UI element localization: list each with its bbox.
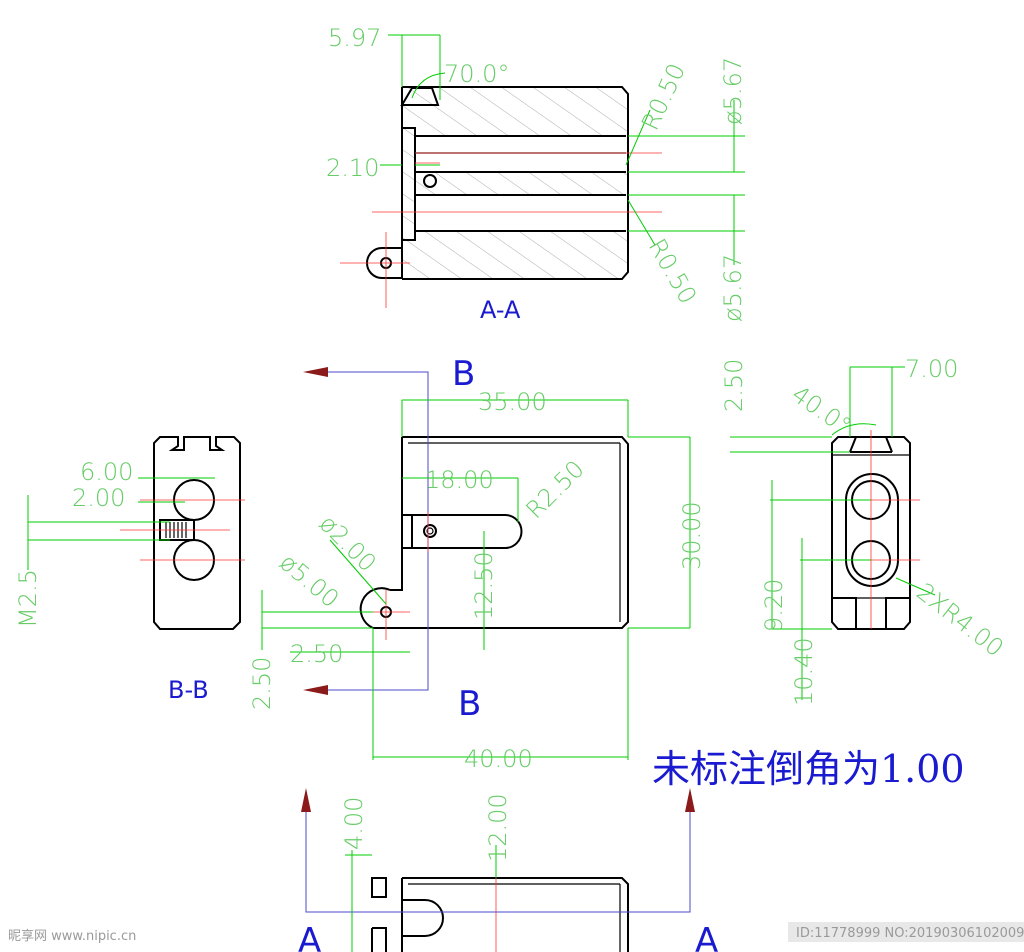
dim-2-50-vertical: 2.50 [248, 657, 276, 710]
watermark: 昵享网 www.nipic.cn ID:11778999 NO:20190306… [8, 922, 1024, 944]
cut-label-a-left: A [298, 921, 321, 952]
section-bb-label: B-B [168, 676, 209, 704]
dim-2-50-horizontal: 2.50 [290, 640, 343, 668]
bottom-view: 4.00 12.00 A A [298, 788, 718, 952]
dim-phi-5-67-bottom: ø5.67 [719, 254, 747, 322]
dim-30-00: 30.00 [678, 501, 706, 570]
dim-m2-5: M2.5 [14, 569, 42, 628]
watermark-left: 昵享网 www.nipic.cn [8, 928, 136, 944]
dim-5-97: 5.97 [328, 24, 381, 52]
section-bb-body [153, 436, 241, 630]
dim-12-50: 12.50 [470, 551, 498, 620]
dim-r0-50-top: R0.50 [636, 59, 691, 134]
dim-40-deg: 40.0° [787, 380, 857, 440]
dim-2-00: 2.00 [72, 484, 125, 512]
cut-label-a-right: A [695, 921, 718, 952]
dim-35-00: 35.00 [478, 388, 547, 416]
cut-label-b-bottom: B [458, 684, 481, 724]
section-a-a: 5.97 70.0° 2.10 R0.50 R0.50 ø5.67 ø5.67 … [326, 24, 747, 324]
dim-70-deg: 70.0° [444, 60, 509, 88]
dim-9-20: 9.20 [760, 579, 788, 632]
dim-2-10: 2.10 [326, 154, 379, 182]
dim-4-00: 4.00 [340, 797, 368, 850]
dim-6-00: 6.00 [80, 458, 133, 486]
dim-phi-5-00: ø5.00 [274, 548, 344, 613]
dim-12-00: 12.00 [484, 793, 512, 862]
watermark-right: ID:11778999 NO:20190306102009201965 [796, 926, 1024, 941]
cut-label-b-top: B [452, 354, 475, 394]
front-view: B B 35.00 18.00 R2.50 30.00 12.50 ø2.00 … [248, 354, 706, 773]
dim-7-00: 7.00 [905, 355, 958, 383]
section-b-b: 6.00 2.00 M2.5 B-B [14, 436, 245, 704]
dim-2xr4-00: 2XR4.00 [911, 578, 1008, 663]
side-view: 2.50 7.00 40.0° 9.20 10.40 2XR4.00 [720, 355, 1009, 706]
dim-18-00: 18.00 [425, 466, 494, 494]
dim-phi-5-67-top: ø5.67 [719, 57, 747, 125]
dim-r2-50: R2.50 [520, 455, 589, 524]
section-aa-label: A-A [480, 296, 521, 324]
dim-phi-2-00: ø2.00 [314, 509, 382, 577]
dim-40-00: 40.00 [464, 745, 533, 773]
dim-2-50-side: 2.50 [720, 359, 748, 412]
dim-r0-50-bottom: R0.50 [643, 234, 702, 309]
chamfer-note: 未标注倒角为1.00 [652, 747, 965, 791]
dim-10-40: 10.40 [790, 637, 818, 706]
